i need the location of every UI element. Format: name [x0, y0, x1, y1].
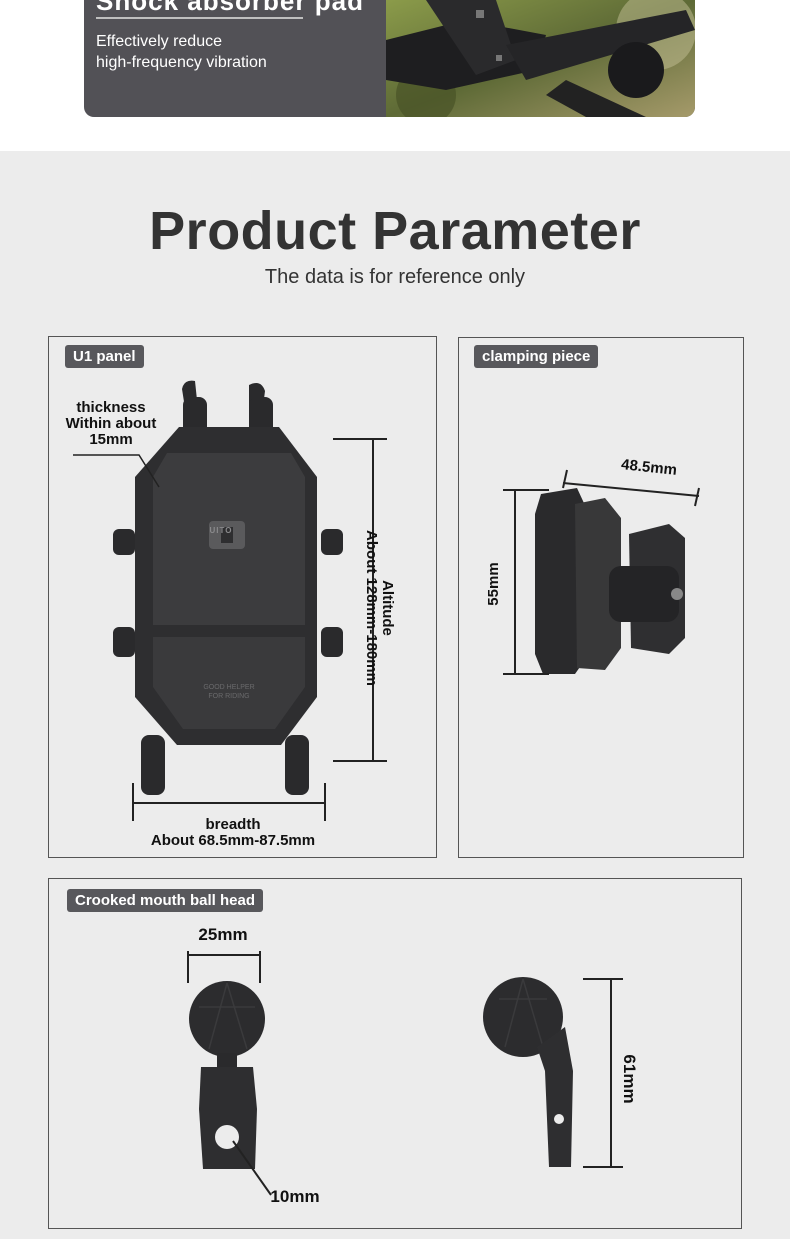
ball-head-box: Crooked mouth ball head 25mm 10mm 61mm — [48, 878, 742, 1229]
banner-text-block: Shock absorber pad Effectively reduce hi… — [84, 0, 386, 117]
ball-width-label: 25mm — [198, 925, 248, 944]
section-title: Product Parameter — [149, 201, 641, 261]
section-subtitle: The data is for reference only — [264, 266, 526, 288]
banner-photo — [386, 0, 695, 117]
clamping-height-label: 55mm — [485, 562, 502, 606]
u1-panel-tag: U1 panel — [65, 345, 144, 368]
banner-description-line2: high-frequency vibration — [96, 54, 267, 71]
clamping-piece-box: clamping piece 48.5mm 55mm — [458, 337, 744, 858]
u1-panel-illustration — [73, 380, 387, 821]
thickness-line3: 15mm — [89, 431, 133, 448]
altitude-line1: Altitude — [379, 580, 396, 636]
breadth-line2: About 68.5mm-87.5mm — [150, 832, 316, 849]
thickness-label: thickness Within about 15mm — [61, 400, 161, 448]
u1-panel-box: U1 panel thickness Within about 15mm UIT… — [48, 336, 437, 858]
thickness-line2: Within about — [65, 415, 157, 432]
thickness-line1: thickness — [76, 399, 146, 416]
hole-label: 10mm — [270, 1187, 320, 1206]
pad-text: GOOD HELPER FOR RIDING — [179, 683, 279, 701]
clamping-piece-tag: clamping piece — [474, 345, 599, 368]
logo-text: UITO — [209, 526, 233, 535]
banner-description: Effectively reduce high-frequency vibrat… — [96, 31, 356, 73]
clamping-piece-illustration — [503, 469, 700, 675]
ball-head-illustration — [187, 951, 623, 1196]
breadth-line1: breadth — [205, 816, 261, 833]
banner-heading: Shock absorber pad — [96, 0, 364, 16]
altitude-line2: About 128mm-180mm — [363, 530, 380, 686]
banner-description-line1: Effectively reduce — [96, 33, 222, 50]
ball-head-tag: Crooked mouth ball head — [67, 889, 264, 912]
banner-divider — [96, 17, 303, 19]
breadth-label: breadth About 68.5mm-87.5mm — [109, 817, 357, 849]
ball-height-label: 61mm — [620, 1054, 639, 1104]
pad-text-line2: FOR RIDING — [208, 693, 250, 700]
feature-banner: Shock absorber pad Effectively reduce hi… — [84, 0, 695, 117]
pad-text-line1: GOOD HELPER — [203, 684, 255, 691]
altitude-label: Altitude About 128mm-180mm — [363, 518, 396, 698]
